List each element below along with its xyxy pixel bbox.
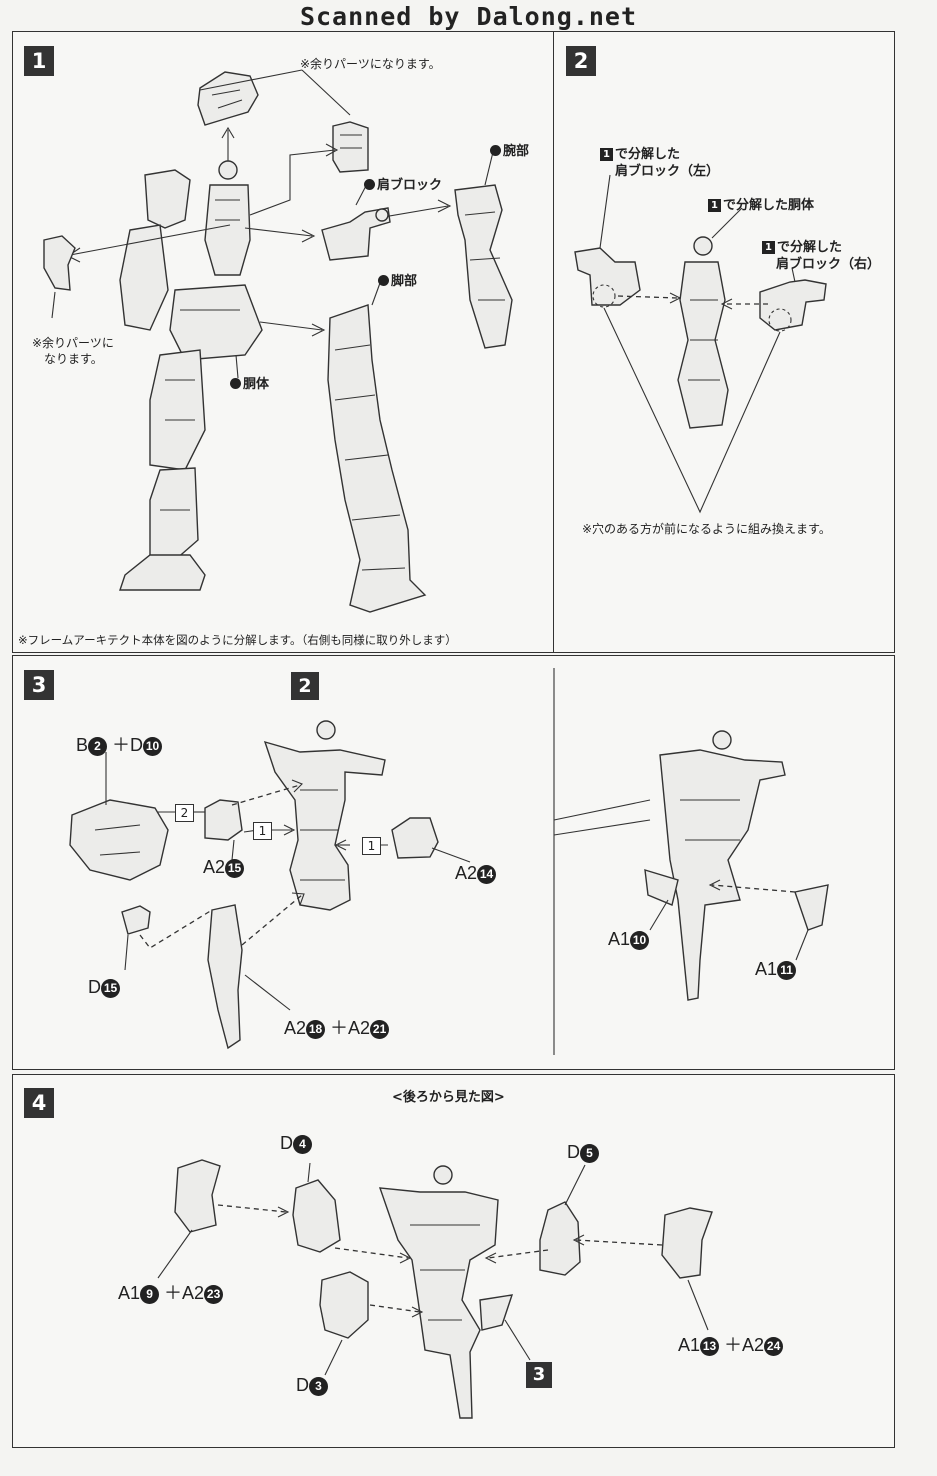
part-number-icon: 14 xyxy=(477,865,497,884)
bullet-icon xyxy=(490,145,501,156)
step-ref-icon: 1 xyxy=(600,148,613,161)
bullet-icon xyxy=(378,275,389,286)
hole-orientation-note: ※穴のある方が前になるように組み換えます。 xyxy=(582,522,831,536)
part-letter: A2 xyxy=(455,863,478,883)
step-badge-2: 2 xyxy=(566,46,596,76)
part-letter: A2 xyxy=(203,857,226,877)
part-number-icon: 23 xyxy=(204,1285,224,1304)
part-number-icon: 10 xyxy=(143,737,163,756)
part-letter: D xyxy=(130,735,144,755)
step-ref-icon: 1 xyxy=(708,199,721,212)
scan-watermark: Scanned by Dalong.net xyxy=(299,2,638,31)
part-letter: A2 xyxy=(182,1283,205,1303)
spare-part-note-top: ※余りパーツになります。 xyxy=(300,57,441,71)
right-shoulder-text-1: で分解した xyxy=(777,240,843,255)
part-letter: B xyxy=(76,735,89,755)
frame-architect-body xyxy=(119,160,263,591)
part-letter: D xyxy=(280,1133,293,1153)
step-ref-icon: 1 xyxy=(762,241,775,254)
part-letter: A1 xyxy=(608,929,631,949)
shoulder-block-text: 肩ブロック xyxy=(377,178,443,193)
step3-torso xyxy=(263,720,386,911)
shoulder-block-label: 肩ブロック xyxy=(364,174,442,193)
order-box-2: 2 xyxy=(175,804,194,822)
part-number-icon: 4 xyxy=(293,1135,312,1154)
part-letter: D xyxy=(567,1142,580,1162)
part-letter: D xyxy=(88,977,101,997)
part-letter: D xyxy=(296,1375,309,1395)
part-number-icon: 11 xyxy=(777,961,797,980)
plus-sign: ＋ xyxy=(330,1018,349,1038)
step-badge-3: 3 xyxy=(24,670,54,700)
part-number-icon: 10 xyxy=(630,931,650,950)
leg-label: 脚部 xyxy=(378,270,417,289)
arm-part xyxy=(454,184,513,349)
torso-ref-text: で分解した胴体 xyxy=(723,198,815,213)
part-letter: A2 xyxy=(284,1018,307,1038)
panel1-footer-note: ※フレームアーキテクト本体を図のように分解します。（右側も同様に取り外します） xyxy=(18,633,457,647)
left-shoulder-text-1: で分解した xyxy=(615,147,681,162)
part-number-icon: 15 xyxy=(225,859,245,878)
head-part xyxy=(197,71,259,126)
panel-step-2 xyxy=(553,31,895,653)
torso-text: 胴体 xyxy=(243,377,270,392)
spare-part-note-left-1: ※余りパーツに xyxy=(32,336,114,350)
part-number-icon: 18 xyxy=(306,1020,326,1039)
part-letter: A1 xyxy=(755,959,778,979)
plus-sign: ＋ xyxy=(724,1335,743,1355)
part-letter: A1 xyxy=(118,1283,141,1303)
spare-part-note-left-2: なります。 xyxy=(44,352,103,366)
step-badge-1: 1 xyxy=(24,46,54,76)
step4-reference-badge: 3 xyxy=(526,1362,552,1388)
plus-sign: ＋ xyxy=(164,1283,183,1303)
part-number-icon: 15 xyxy=(101,979,120,998)
leg-part xyxy=(327,304,427,613)
arm-text: 腕部 xyxy=(503,144,530,159)
bullet-icon xyxy=(364,179,375,190)
step4-back-view xyxy=(378,1165,514,1419)
order-box-1-right: 1 xyxy=(362,837,381,855)
right-shoulder-label-2: 肩ブロック（右） xyxy=(776,257,881,272)
part-number-icon: 2 xyxy=(88,737,108,756)
part-number-icon: 5 xyxy=(580,1144,599,1163)
part-letter: A2 xyxy=(742,1335,765,1355)
step-badge-4: 4 xyxy=(24,1088,54,1118)
order-box-1-left: 1 xyxy=(253,822,272,840)
part-number-icon: 3 xyxy=(309,1377,328,1396)
part-number-icon: 9 xyxy=(140,1285,160,1304)
torso-label: 胴体 xyxy=(230,373,269,392)
bullet-icon xyxy=(230,378,241,389)
part-letter: A1 xyxy=(678,1335,701,1355)
panel-step-1 xyxy=(12,31,554,653)
plus-sign: ＋ xyxy=(112,735,131,755)
part-number-icon: 24 xyxy=(764,1337,784,1356)
part-number-icon: 21 xyxy=(370,1020,390,1039)
back-view-caption: <後ろから見た図> xyxy=(392,1090,505,1105)
part-letter: A2 xyxy=(348,1018,371,1038)
shoulder-block-part xyxy=(321,207,391,261)
step3-reference-badge: 2 xyxy=(291,672,319,700)
part-number-icon: 13 xyxy=(700,1337,720,1356)
step3-result xyxy=(644,730,829,1001)
arm-label: 腕部 xyxy=(490,140,529,159)
left-shoulder-label-2: 肩ブロック（左） xyxy=(615,164,720,179)
leg-text: 脚部 xyxy=(391,274,418,289)
